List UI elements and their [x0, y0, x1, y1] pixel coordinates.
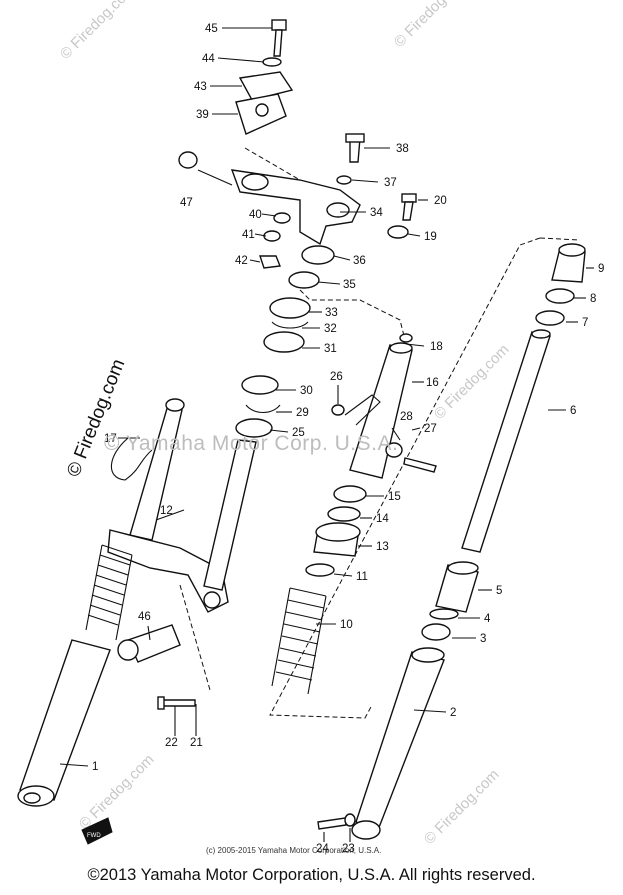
callout-3: 3 — [480, 633, 486, 645]
leader-lines — [59, 27, 594, 842]
right-fork-assembly — [317, 243, 586, 840]
callout-19: 19 — [424, 231, 437, 243]
callout-37: 37 — [384, 177, 397, 189]
callout-7: 7 — [582, 317, 588, 329]
watermark-tile: © Firedog.com — [391, 0, 473, 51]
callout-20: 20 — [434, 195, 447, 207]
callout-46: 46 — [138, 611, 151, 623]
callout-40: 40 — [249, 209, 262, 221]
callout-42: 42 — [235, 255, 248, 267]
callout-8: 8 — [590, 293, 596, 305]
watermark-tile: © Firedog.com — [421, 766, 503, 848]
forward-direction-mark: FWD — [81, 817, 113, 845]
callout-34: 34 — [370, 207, 383, 219]
callout-28: 28 — [400, 411, 413, 423]
callout-39: 39 — [196, 109, 209, 121]
callout-12: 12 — [160, 505, 173, 517]
callout-38: 38 — [396, 143, 409, 155]
callout-2: 2 — [450, 707, 456, 719]
callout-11: 11 — [356, 571, 368, 583]
watermark-band: © Yamaha Motor Corp. U.S.A. — [104, 432, 398, 455]
callout-32: 32 — [324, 323, 337, 335]
callout-10: 10 — [340, 619, 353, 631]
callout-44: 44 — [202, 53, 215, 65]
callout-16: 16 — [426, 377, 439, 389]
callout-24: 24 — [316, 843, 329, 855]
callout-17: 17 — [104, 433, 117, 445]
center-column-parts — [178, 19, 437, 695]
callout-25: 25 — [292, 427, 305, 439]
callout-1: 1 — [92, 761, 98, 773]
fwd-label: FWD — [87, 833, 101, 839]
callout-45: 45 — [205, 23, 218, 35]
callout-15: 15 — [388, 491, 401, 503]
assembly-guide-lines — [179, 147, 581, 719]
callout-36: 36 — [353, 255, 366, 267]
callout-31: 31 — [324, 343, 337, 355]
diagram-copyright: (c) 2005-2015 Yamaha Motor Corporation, … — [206, 846, 381, 855]
callout-29: 29 — [296, 407, 309, 419]
watermark-tile: © Firedog.com — [57, 0, 139, 63]
callout-9: 9 — [598, 263, 604, 275]
callout-labels: 45 44 43 39 38 37 20 47 34 40 19 41 42 3… — [92, 23, 604, 855]
center-spring — [271, 587, 327, 695]
footer-copyright: ©2013 Yamaha Motor Corporation, U.S.A. A… — [87, 866, 536, 884]
callout-35: 35 — [343, 279, 356, 291]
callout-47: 47 — [180, 197, 193, 209]
watermark-side: © Firedog.com — [63, 356, 129, 480]
callout-23: 23 — [342, 843, 355, 855]
callout-26: 26 — [330, 371, 343, 383]
callout-22: 22 — [165, 737, 178, 749]
callout-4: 4 — [484, 613, 491, 625]
watermark-tile: © Firedog.com — [76, 751, 158, 833]
callout-27: 27 — [424, 423, 437, 435]
watermark-tiles: © Firedog.com © Firedog.com © Firedog.co… — [57, 0, 513, 848]
watermark-tile: © Firedog.com — [431, 341, 513, 423]
callout-33: 33 — [325, 307, 338, 319]
callout-21: 21 — [190, 737, 203, 749]
callout-30: 30 — [300, 385, 313, 397]
callout-18: 18 — [430, 341, 443, 353]
callout-14: 14 — [376, 513, 389, 525]
callout-5: 5 — [496, 585, 502, 597]
callout-43: 43 — [194, 81, 207, 93]
left-fork-assembly — [17, 398, 229, 807]
callout-13: 13 — [376, 541, 389, 553]
callout-41: 41 — [242, 229, 255, 241]
left-fork-spring — [85, 544, 133, 641]
callout-6: 6 — [570, 405, 576, 417]
